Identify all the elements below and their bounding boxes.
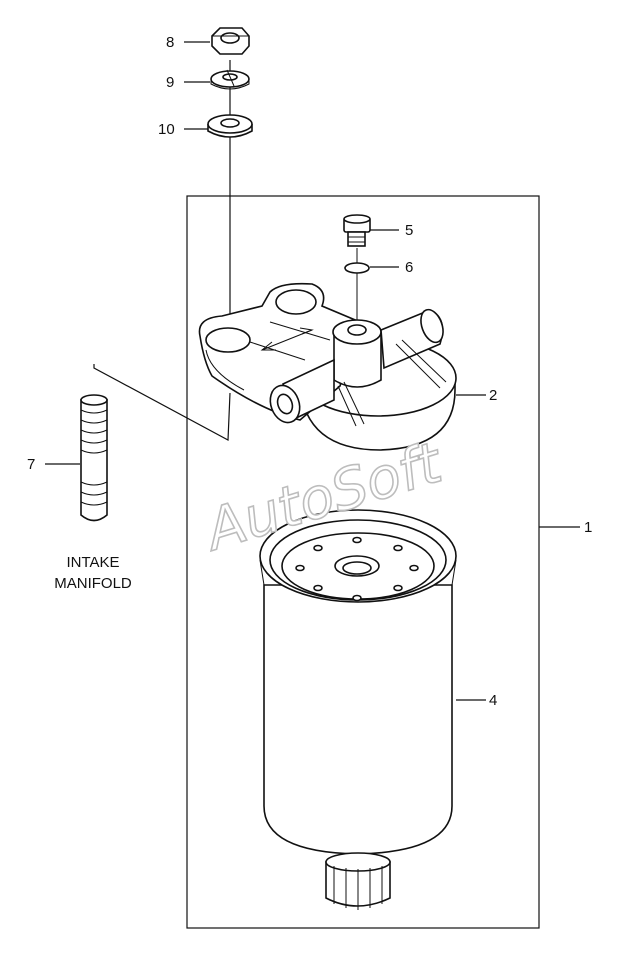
intake-label-line2: MANIFOLD [54, 575, 132, 592]
assembly-boundary-box [186, 195, 540, 929]
lock-washer-part-9 [210, 69, 250, 90]
callout-10: 10 [158, 121, 175, 138]
manifold-stud-leader [93, 364, 231, 441]
bolt-part-5 [343, 214, 371, 247]
o-ring-part-6 [344, 262, 370, 274]
filter-head-part-2 [198, 282, 457, 451]
filter-element-part-4 [259, 509, 457, 910]
intake-label-line1: INTAKE [66, 554, 119, 571]
callout-7: 7 [27, 456, 35, 473]
callout-1: 1 [584, 519, 592, 536]
flat-washer-part-10 [207, 114, 253, 138]
manifold-stud-part-7 [80, 394, 108, 522]
callout-4: 4 [489, 692, 497, 709]
hex-nut-part-8 [211, 27, 250, 55]
callout-8: 8 [166, 34, 174, 51]
callout-9: 9 [166, 74, 174, 91]
callout-2: 2 [489, 387, 497, 404]
callout-6: 6 [405, 259, 413, 276]
callout-5: 5 [405, 222, 413, 239]
